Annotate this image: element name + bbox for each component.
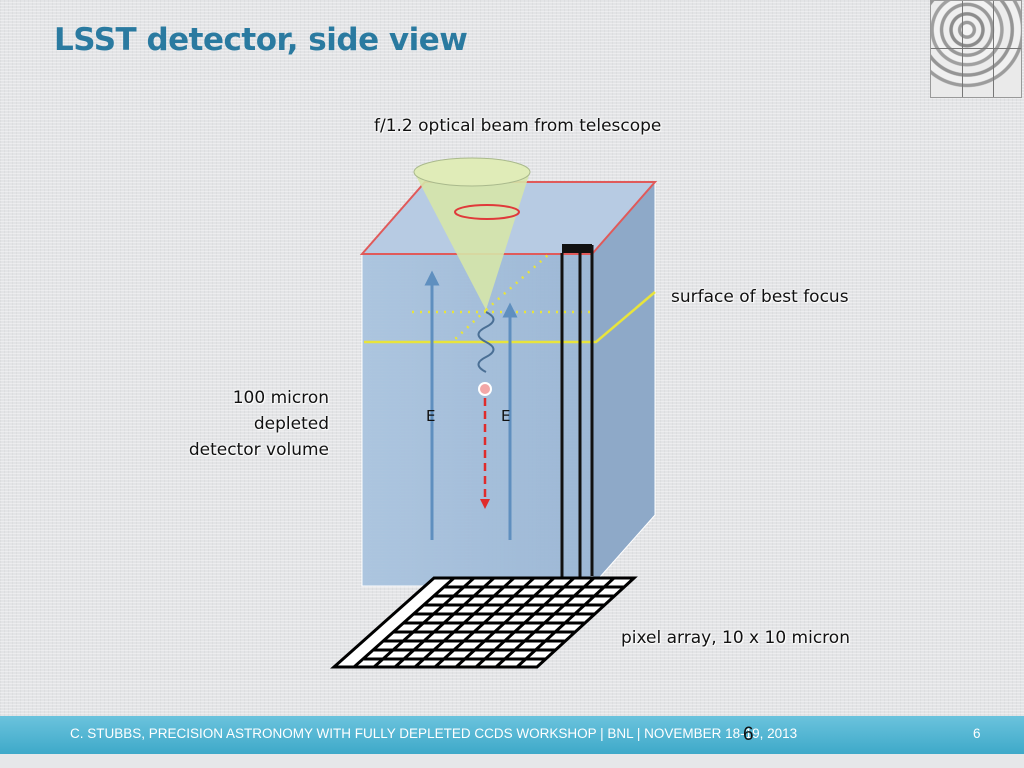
bottom-strip: [0, 754, 1024, 768]
fringe-pattern-thumbnail: [930, 0, 1022, 98]
photon-wiggle-path: [477, 311, 495, 373]
pixel-array-grid: [330, 576, 638, 669]
readout-column-cap: [562, 244, 592, 253]
detector-volume-label: 100 micron depleted detector volume: [189, 385, 329, 463]
detector-volume-label-line-3: detector volume: [188, 440, 329, 460]
beam-label: f/1.2 optical beam from telescope: [374, 116, 662, 136]
focus-surface-label: surface of best focus: [671, 287, 849, 307]
footer-page-number: 6: [973, 726, 981, 741]
detector-diagram: E E: [330, 157, 658, 669]
detector-volume-label-line-2: depleted: [253, 414, 329, 434]
overlay-slide-number: 6: [743, 724, 754, 745]
beam-aperture-ellipse: [413, 157, 531, 187]
focus-ring-ellipse: [454, 204, 520, 220]
detector-front-face: [361, 253, 593, 587]
footer-bar: C. STUBBS, PRECISION ASTRONOMY WITH FULL…: [0, 716, 1024, 754]
detector-volume-label-line-1: 100 micron: [232, 388, 329, 408]
footer-text: C. STUBBS, PRECISION ASTRONOMY WITH FULL…: [70, 726, 798, 741]
beam-dotted-line-right: [485, 254, 549, 311]
focus-surface-line: [364, 291, 656, 344]
electron-dot: [478, 382, 492, 396]
field-label-right: E: [501, 407, 510, 425]
slide-title: LSST detector, side view: [54, 22, 468, 58]
field-label-left: E: [426, 407, 435, 425]
pixel-array-label: pixel array, 10 x 10 micron: [621, 628, 850, 648]
